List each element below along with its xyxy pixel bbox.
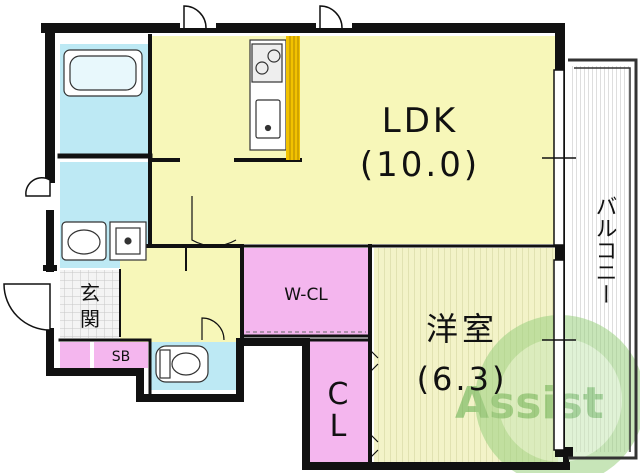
wcl-label: W-CL	[284, 285, 328, 305]
western-room-size: (6.3)	[417, 360, 508, 398]
washbasin-icon	[61, 221, 107, 261]
cl-floor	[308, 340, 370, 462]
stove-accent-lines	[289, 36, 299, 160]
windows	[542, 69, 576, 451]
washing-machine-icon	[109, 221, 147, 261]
cl-label-l: L	[330, 409, 347, 444]
wcl-floor	[242, 248, 370, 336]
shoe-box-label: SB	[112, 349, 131, 365]
ldk-size: (10.0)	[360, 145, 480, 185]
ldk-name: LDK	[382, 101, 458, 141]
svg-text:Assist: Assist	[455, 378, 604, 429]
door-swings	[191, 196, 379, 459]
top-doors	[180, 5, 352, 29]
hall-floor-upper	[150, 196, 242, 246]
cl-label-c: C	[328, 377, 349, 412]
kitchen-counter	[249, 39, 287, 151]
entrance-door	[3, 177, 51, 331]
toilet-icon	[155, 345, 209, 383]
western-room-name: 洋室	[426, 310, 498, 348]
entrance-label-1: 玄	[80, 281, 100, 305]
balcony-frame	[568, 58, 638, 460]
balcony-label: バルコニー	[592, 195, 617, 305]
shoe-box	[94, 342, 148, 368]
kitchen-nook-floor	[150, 160, 192, 200]
shoe-box-left	[60, 342, 90, 368]
bathtub-icon	[63, 49, 143, 97]
entrance-floor	[60, 270, 120, 338]
entrance-label-2: 関	[80, 307, 100, 331]
